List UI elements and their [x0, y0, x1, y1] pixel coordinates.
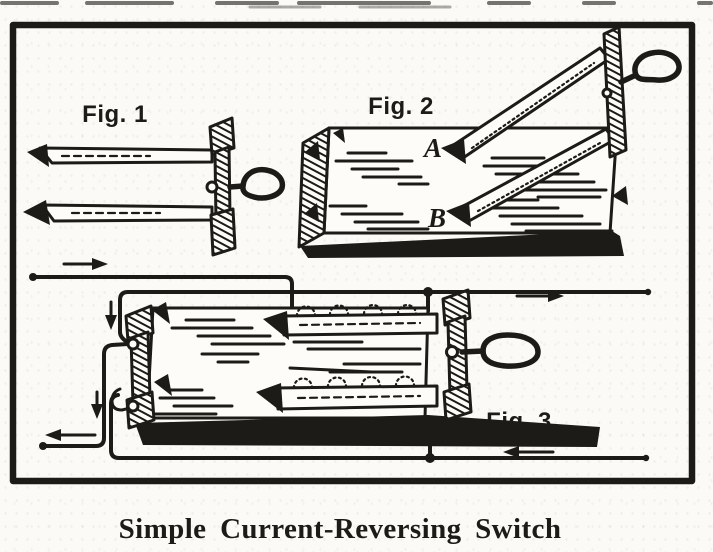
wire-end-dot [29, 273, 37, 281]
fig3-pivot [445, 345, 459, 359]
wire-staple-loop [110, 387, 132, 412]
fig3-wiring [29, 273, 652, 463]
fig2-rod-a-texture [470, 61, 596, 150]
arrow-down-icon [105, 300, 117, 330]
fig2-end-plate [602, 25, 628, 159]
current-direction-arrows [45, 258, 564, 458]
fig3-grain-hatching [150, 318, 422, 416]
illustration-border [9, 21, 696, 485]
arrow-right-icon [62, 258, 108, 270]
wire-top-left [31, 275, 294, 315]
wire-end-dot [644, 288, 652, 296]
fig3-lower-rod [256, 375, 439, 413]
fig1-pivot [205, 180, 219, 194]
wire-end-dot [642, 454, 650, 462]
arrow-left-icon [503, 446, 555, 458]
fig1-bottom-rod-tip [23, 200, 50, 225]
fig2-base-shadow-band [300, 231, 624, 258]
fig2-pivot [601, 87, 613, 99]
contact-a-label: A [422, 133, 442, 163]
fig2-rod-b-tip [446, 202, 471, 227]
figure-3-assembly: Fig. 3 [29, 258, 652, 463]
scan-smudge [0, 1, 713, 9]
illustration-caption: Simple Current-Reversing Switch [119, 513, 562, 545]
fig1-handle [227, 166, 286, 201]
arrow-right-icon [515, 290, 564, 302]
figure-2-base: Fig. 2 [297, 25, 682, 258]
arrow-left-icon [45, 429, 97, 441]
fig2-base-left-face [297, 126, 331, 249]
wire-top-long [118, 290, 650, 347]
fig3-upper-rod [263, 303, 439, 340]
figure-1-slider: Fig. 1 [23, 101, 286, 257]
arrow-down-icon [91, 390, 103, 419]
contact-b-label: B [427, 203, 446, 233]
fig2-rod-a-tip [441, 139, 466, 164]
fig2-rod-b-shadow [486, 198, 614, 233]
fig2-rod-b-texture [476, 141, 602, 213]
fig1-top-rod-tip [27, 144, 49, 167]
fig3-lower-binding-post [126, 399, 140, 413]
fig2-terminal-hooks [304, 128, 628, 222]
fig3-handle [459, 332, 541, 369]
fig3-base-shadow-band [135, 415, 600, 447]
fig1-end-plate [208, 116, 237, 257]
wire-end-dot [39, 442, 47, 450]
fig2-handle [618, 49, 682, 85]
wire-bottom-left [41, 342, 130, 448]
figure-2-label: Fig. 2 [368, 93, 434, 120]
fig2-grain-hatching [328, 151, 430, 231]
fig3-upper-binding-post [126, 337, 140, 351]
figure-1-label: Fig. 1 [82, 101, 148, 128]
fig3-left-plate [124, 302, 172, 430]
